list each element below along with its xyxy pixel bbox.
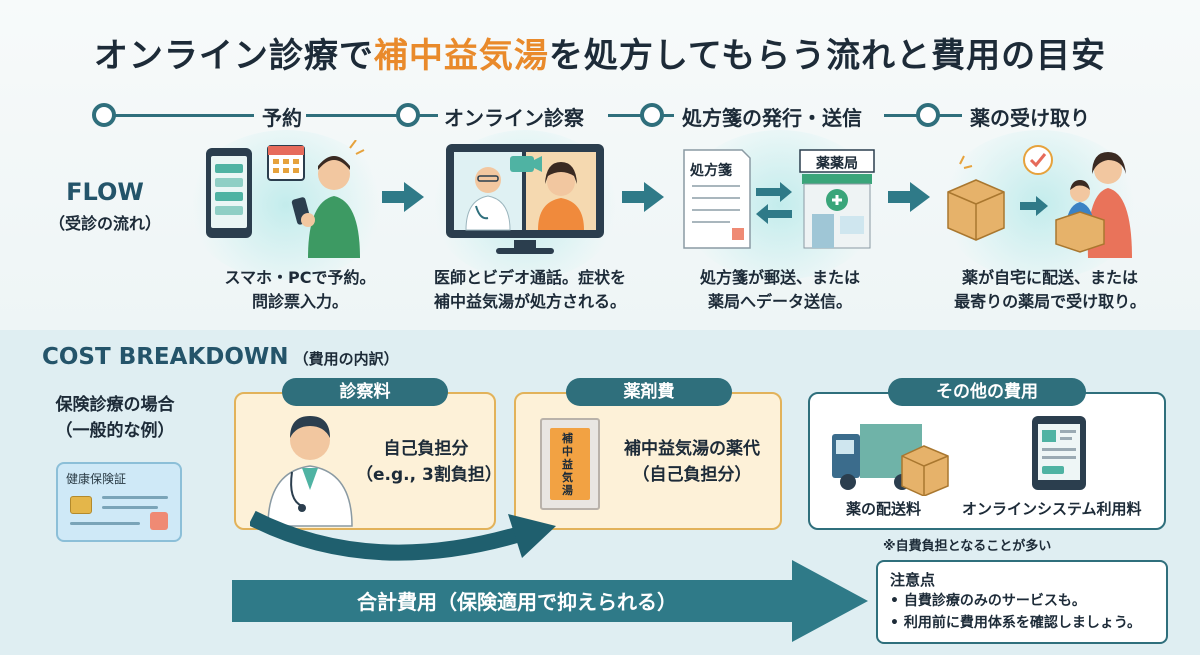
medicine-packet-inner [550, 428, 590, 500]
prescription-pharmacy-icon: 処方箋 薬薬局 [680, 130, 880, 280]
arrow-right-icon [382, 182, 424, 212]
timeline-dot [92, 103, 116, 127]
smartphone-calendar-icon [186, 130, 386, 280]
card-chip [70, 496, 92, 514]
insurance-card-icon: 健康保険証 [56, 462, 182, 542]
timeline-line [104, 114, 254, 117]
timeline-line [884, 114, 924, 117]
curved-arrow-icon [250, 510, 556, 561]
cost-section-title: COST BREAKDOWN （費用の内訳） [42, 344, 399, 370]
timeline-line [660, 114, 674, 117]
video-call-monitor-icon [430, 130, 620, 280]
insurance-card-label: 健康保険証 [66, 472, 127, 486]
flow-timeline: 予約 オンライン診察 処方箋の発行・送信 薬の受け取り [0, 100, 1200, 130]
medicine-packet-icon: 補中益気湯 [540, 418, 600, 510]
page-title: オンライン診療で補中益気湯を処方してもらう流れと費用の目安 [93, 36, 1107, 76]
timeline-line [936, 114, 962, 117]
timeline-dot [640, 103, 664, 127]
tablet-icon [1032, 416, 1086, 490]
medicine-fee-header: 薬剤費 [566, 378, 732, 406]
timeline-line [418, 114, 438, 117]
card-line [102, 506, 158, 509]
shipping-fee-label: 薬の配送料 [846, 500, 922, 518]
step-desc-reservation: スマホ・PCで予約。問診票入力。 [224, 268, 376, 311]
total-cost-label: 合計費用（保険適用で抑えられる） [357, 590, 677, 614]
step-title-prescription: 処方箋の発行・送信 [682, 106, 862, 130]
timeline-dot [396, 103, 420, 127]
step-title-consultation: オンライン診察 [444, 106, 584, 130]
card-stamp [150, 512, 168, 530]
other-costs-header: その他の費用 [888, 378, 1086, 406]
doctor-icon [267, 416, 353, 527]
notice-item: • 利用前に費用体系を確認しましょう。 [890, 615, 1141, 631]
arrow-right-icon [622, 182, 664, 212]
timeline-line [306, 114, 406, 117]
notice-box: 注意点 • 自費診療のみのサービスも。 • 利用前に費用体系を確認しましょう。 [876, 560, 1168, 644]
prescription-doc-label: 処方箋 [690, 163, 732, 179]
notice-item: • 自費診療のみのサービスも。 [890, 593, 1086, 609]
timeline-line [608, 114, 648, 117]
card-line [70, 522, 140, 525]
total-cost-arrow [232, 560, 868, 642]
step-desc-consultation: 医師とビデオ通話。症状を補中益気湯が処方される。 [433, 268, 626, 311]
medicine-fee-text: 補中益気湯の薬代（自己負担分） [624, 439, 760, 485]
arrow-right-icon [888, 182, 930, 212]
step-desc-receive: 薬が自宅に配送、または最寄りの薬局で受け取り。 [954, 268, 1146, 311]
consultation-fee-text: 自己負担分（e.g., 3割負担） [356, 439, 502, 485]
insurance-case-label: 保険診療の場合（一般的な例） [55, 395, 175, 441]
self-pay-note: ※自費負担となることが多い [883, 539, 1052, 554]
notice-title: 注意点 [890, 571, 936, 589]
step-desc-prescription: 処方箋が郵送、または薬局へデータ送信。 [699, 268, 860, 311]
consultation-fee-header: 診察料 [282, 378, 448, 406]
title-highlight: 補中益気湯 [373, 36, 549, 76]
pharmacy-sign-label: 薬薬局 [816, 156, 858, 172]
system-fee-label: オンラインシステム利用料 [962, 500, 1142, 518]
medicine-packet-label: 補中益気湯 [562, 432, 573, 497]
flow-label: FLOW （受診の流れ） [48, 178, 161, 233]
timeline-dot [916, 103, 940, 127]
package-delivery-icon [940, 130, 1140, 280]
step-title-reservation: 予約 [262, 106, 302, 130]
card-line [102, 496, 168, 499]
delivery-truck-icon [832, 424, 949, 496]
step-title-receive: 薬の受け取り [970, 106, 1090, 130]
